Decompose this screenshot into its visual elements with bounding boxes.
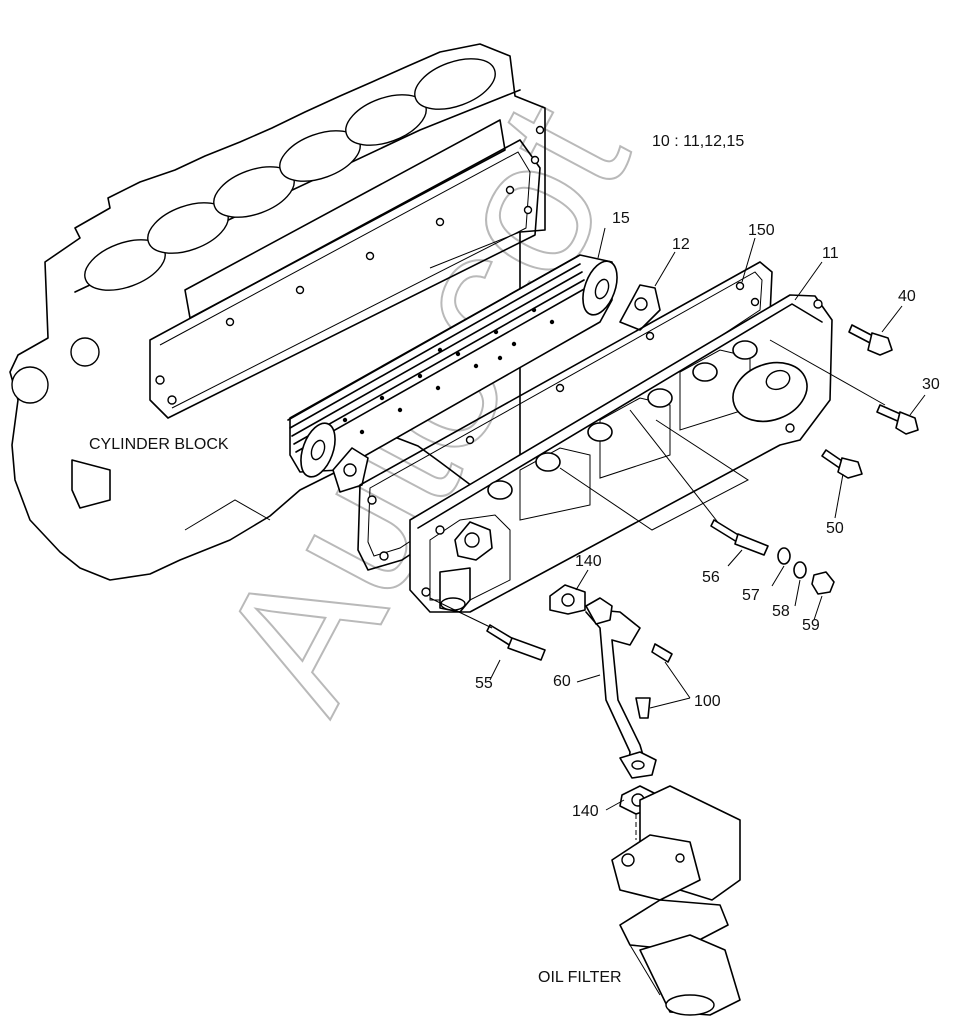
part-number-140-top: 140: [575, 553, 602, 570]
oil-pipe-60: [585, 597, 657, 779]
small-gasket: [332, 284, 661, 493]
part-number-58: 58: [772, 603, 790, 620]
nut-59: [811, 571, 835, 595]
leader-lines: [489, 227, 926, 811]
bolt-40: [848, 324, 893, 356]
oil-filter-drawing: [611, 785, 741, 1016]
part-number-15: 15: [612, 210, 630, 227]
part-number-100: 100: [694, 693, 721, 710]
stud-55: [486, 624, 546, 661]
oil-cooler-element: [287, 254, 618, 478]
bolt-50: [821, 449, 863, 479]
part-number-140-bottom: 140: [572, 803, 599, 820]
part-number-40: 40: [898, 288, 916, 305]
part-number-30: 30: [922, 376, 940, 393]
bolt-30: [876, 404, 919, 435]
reference-lines: [559, 419, 749, 531]
bolt-axis-56: [629, 409, 721, 526]
gasket-140-top: [549, 584, 586, 615]
header-note: 10 : 11,12,15: [652, 133, 744, 150]
label-cylinder-block: CYLINDER BLOCK: [89, 436, 229, 453]
part-number-150: 150: [748, 222, 775, 239]
part-number-59: 59: [802, 617, 820, 634]
part-number-50: 50: [826, 520, 844, 537]
washer-58: [793, 561, 807, 579]
bolt-axis-30: [769, 339, 886, 406]
stud-56: [710, 519, 769, 556]
part-number-60: 60: [553, 673, 571, 690]
part-number-56: 56: [702, 569, 720, 586]
oil-cooler-cover: [409, 294, 833, 613]
stud-55-axis: [429, 597, 493, 629]
bolt-100: [635, 643, 673, 719]
part-number-11: 11: [822, 245, 839, 262]
cylinder-block-drawing: [9, 43, 546, 581]
washer-57: [777, 547, 791, 565]
part-number-12: 12: [672, 236, 690, 253]
part-number-57: 57: [742, 587, 760, 604]
part-number-55: 55: [475, 675, 493, 692]
label-oil-filter: OIL FILTER: [538, 969, 622, 986]
